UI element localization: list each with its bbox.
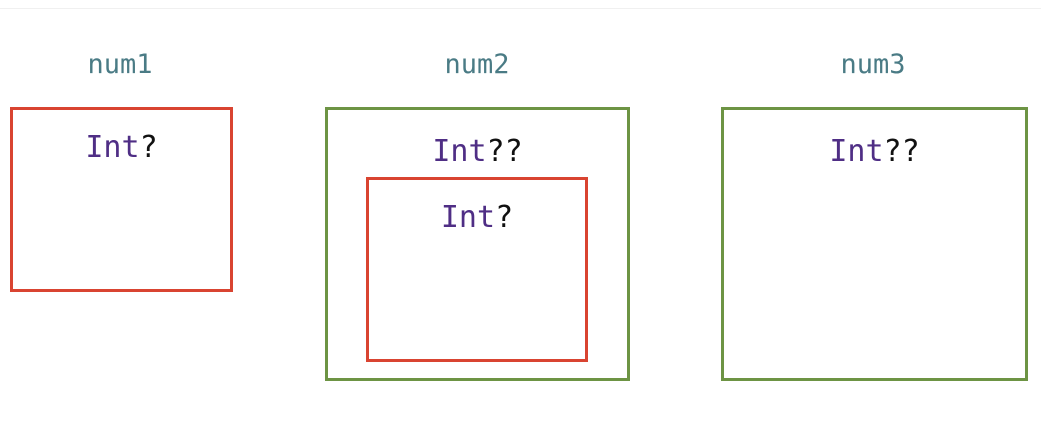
type-label-num2-inner: Int? xyxy=(369,198,585,238)
type-name: Int xyxy=(829,134,884,169)
optional-box-num2-inner: Int? xyxy=(366,177,588,362)
optional-suffix: ?? xyxy=(883,134,920,169)
variable-label-num2: num2 xyxy=(444,49,510,80)
type-label-num3: Int?? xyxy=(724,132,1025,172)
type-name: Int xyxy=(85,130,140,165)
variable-label-num1: num1 xyxy=(87,49,153,80)
top-divider xyxy=(0,8,1041,9)
optional-suffix: ? xyxy=(495,200,514,235)
optional-suffix: ? xyxy=(139,130,158,165)
optional-box-num1: Int? xyxy=(10,107,233,292)
optional-suffix: ?? xyxy=(486,134,523,169)
type-name: Int xyxy=(440,200,496,235)
double-optional-box-num2: Int?? xyxy=(325,107,630,381)
type-label-num1: Int? xyxy=(13,128,230,168)
variable-label-num3: num3 xyxy=(840,49,906,80)
type-name: Int xyxy=(432,134,487,169)
double-optional-box-num3: Int?? xyxy=(721,107,1028,381)
type-label-num2-outer: Int?? xyxy=(328,132,627,172)
